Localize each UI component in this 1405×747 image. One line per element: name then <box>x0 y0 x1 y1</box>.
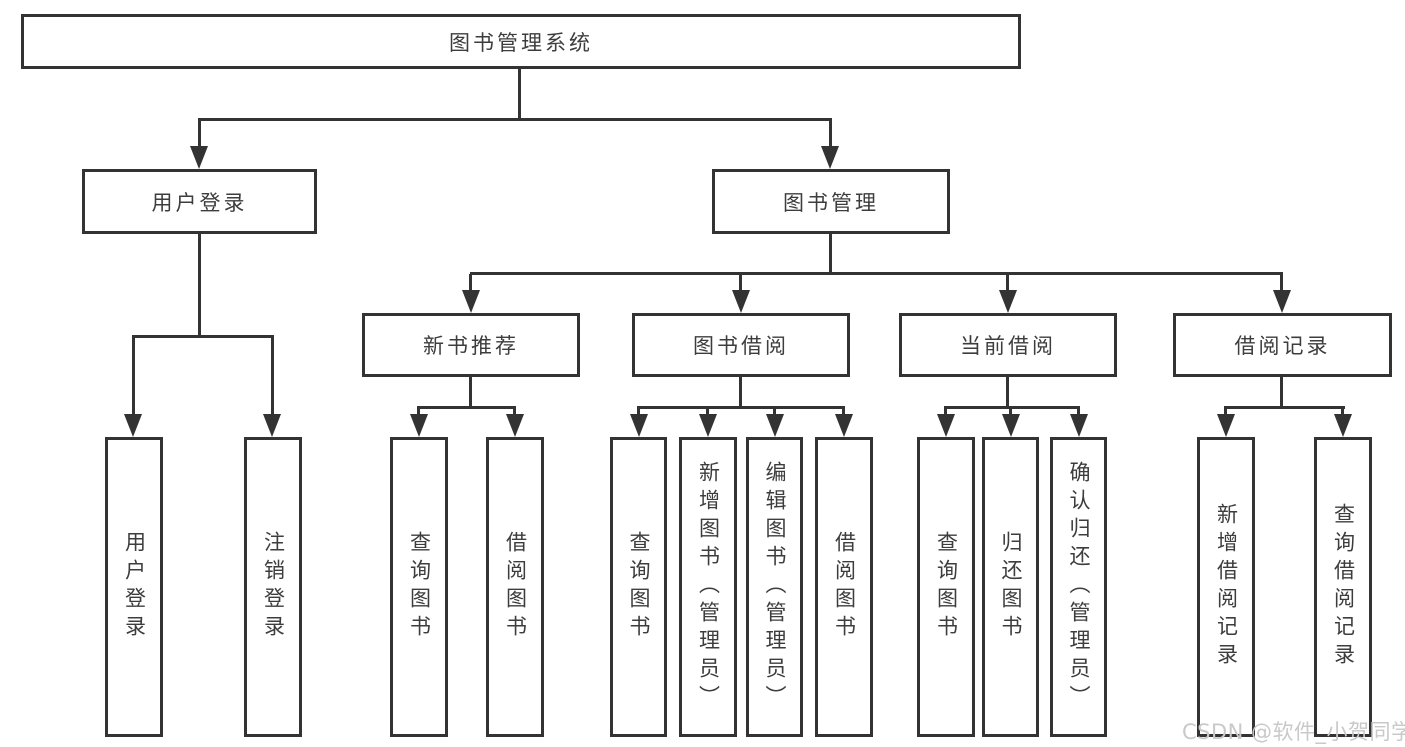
down-arrowhead-icon <box>462 290 480 313</box>
leaf-borrow-add-admin: 新增图书（管理员） <box>679 437 737 737</box>
down-arrowhead-icon <box>263 414 281 437</box>
connector-line <box>842 408 845 417</box>
down-arrowhead-icon <box>630 414 648 437</box>
connector-line <box>739 274 742 292</box>
down-arrowhead-icon <box>835 414 853 437</box>
node-new-book-recommend: 新书推荐 <box>362 313 580 377</box>
connector-line <box>1009 408 1012 417</box>
csdn-watermark: CSDN @软件_小贺同学 <box>1182 720 1405 744</box>
node-borrow-records: 借阅记录 <box>1173 313 1392 377</box>
down-arrowhead-icon <box>190 146 208 169</box>
connector-line <box>1341 408 1344 417</box>
connector-line <box>829 120 832 147</box>
leaf-records-add: 新增借阅记录 <box>1197 437 1255 737</box>
leaf-newbook-query: 查询图书 <box>390 437 448 737</box>
connector-line <box>1280 377 1283 409</box>
connector-line <box>132 335 274 338</box>
down-arrowhead-icon <box>937 414 955 437</box>
connector-line <box>1224 406 1345 409</box>
down-arrowhead-icon <box>410 414 428 437</box>
leaf-borrow-query: 查询图书 <box>610 437 667 737</box>
connector-line <box>1224 408 1227 417</box>
connector-line <box>773 408 776 417</box>
connector-line <box>417 408 420 417</box>
connector-line <box>1077 408 1080 417</box>
connector-line <box>706 408 709 417</box>
connector-line <box>198 233 201 338</box>
down-arrowhead-icon <box>766 414 784 437</box>
connector-line <box>198 120 201 147</box>
leaf-borrow-borrow: 借阅图书 <box>815 437 873 737</box>
down-arrowhead-icon <box>1002 414 1020 437</box>
connector-line <box>637 408 640 417</box>
connector-line <box>637 406 845 409</box>
node-library-system: 图书管理系统 <box>21 14 1021 69</box>
connector-line <box>1006 377 1009 409</box>
leaf-user-login: 用户登录 <box>105 437 163 737</box>
connector-line <box>944 406 1080 409</box>
node-user-login: 用户登录 <box>82 169 317 234</box>
down-arrowhead-icon <box>1334 414 1352 437</box>
down-arrowhead-icon <box>506 414 524 437</box>
down-arrowhead-icon <box>124 414 142 437</box>
connector-line <box>518 67 521 120</box>
node-book-management: 图书管理 <box>712 169 950 234</box>
down-arrowhead-icon <box>821 146 839 169</box>
down-arrowhead-icon <box>732 290 750 313</box>
connector-line <box>198 118 832 121</box>
connector-line <box>829 233 832 275</box>
connector-line <box>417 406 516 409</box>
leaf-logout: 注销登录 <box>244 437 302 737</box>
connector-line <box>469 274 472 292</box>
connector-line <box>739 377 742 409</box>
down-arrowhead-icon <box>699 414 717 437</box>
leaf-records-query: 查询借阅记录 <box>1314 437 1372 737</box>
leaf-borrow-edit-admin: 编辑图书（管理员） <box>746 437 803 737</box>
down-arrowhead-icon <box>1070 414 1088 437</box>
down-arrowhead-icon <box>1273 290 1291 313</box>
leaf-newbook-borrow: 借阅图书 <box>486 437 544 737</box>
connector-line <box>469 377 472 409</box>
leaf-current-return: 归还图书 <box>982 437 1039 737</box>
connector-line <box>470 272 1283 275</box>
connector-line <box>1280 274 1283 292</box>
connector-line <box>944 408 947 417</box>
connector-line <box>132 337 135 415</box>
leaf-current-confirm-admin: 确认归还（管理员） <box>1050 437 1107 737</box>
down-arrowhead-icon <box>999 290 1017 313</box>
down-arrowhead-icon <box>1217 414 1235 437</box>
node-current-borrow: 当前借阅 <box>899 313 1117 377</box>
connector-line <box>271 337 274 415</box>
connector-line <box>1006 274 1009 292</box>
connector-line <box>513 408 516 417</box>
node-book-borrow: 图书借阅 <box>632 313 850 377</box>
leaf-current-query: 查询图书 <box>917 437 975 737</box>
